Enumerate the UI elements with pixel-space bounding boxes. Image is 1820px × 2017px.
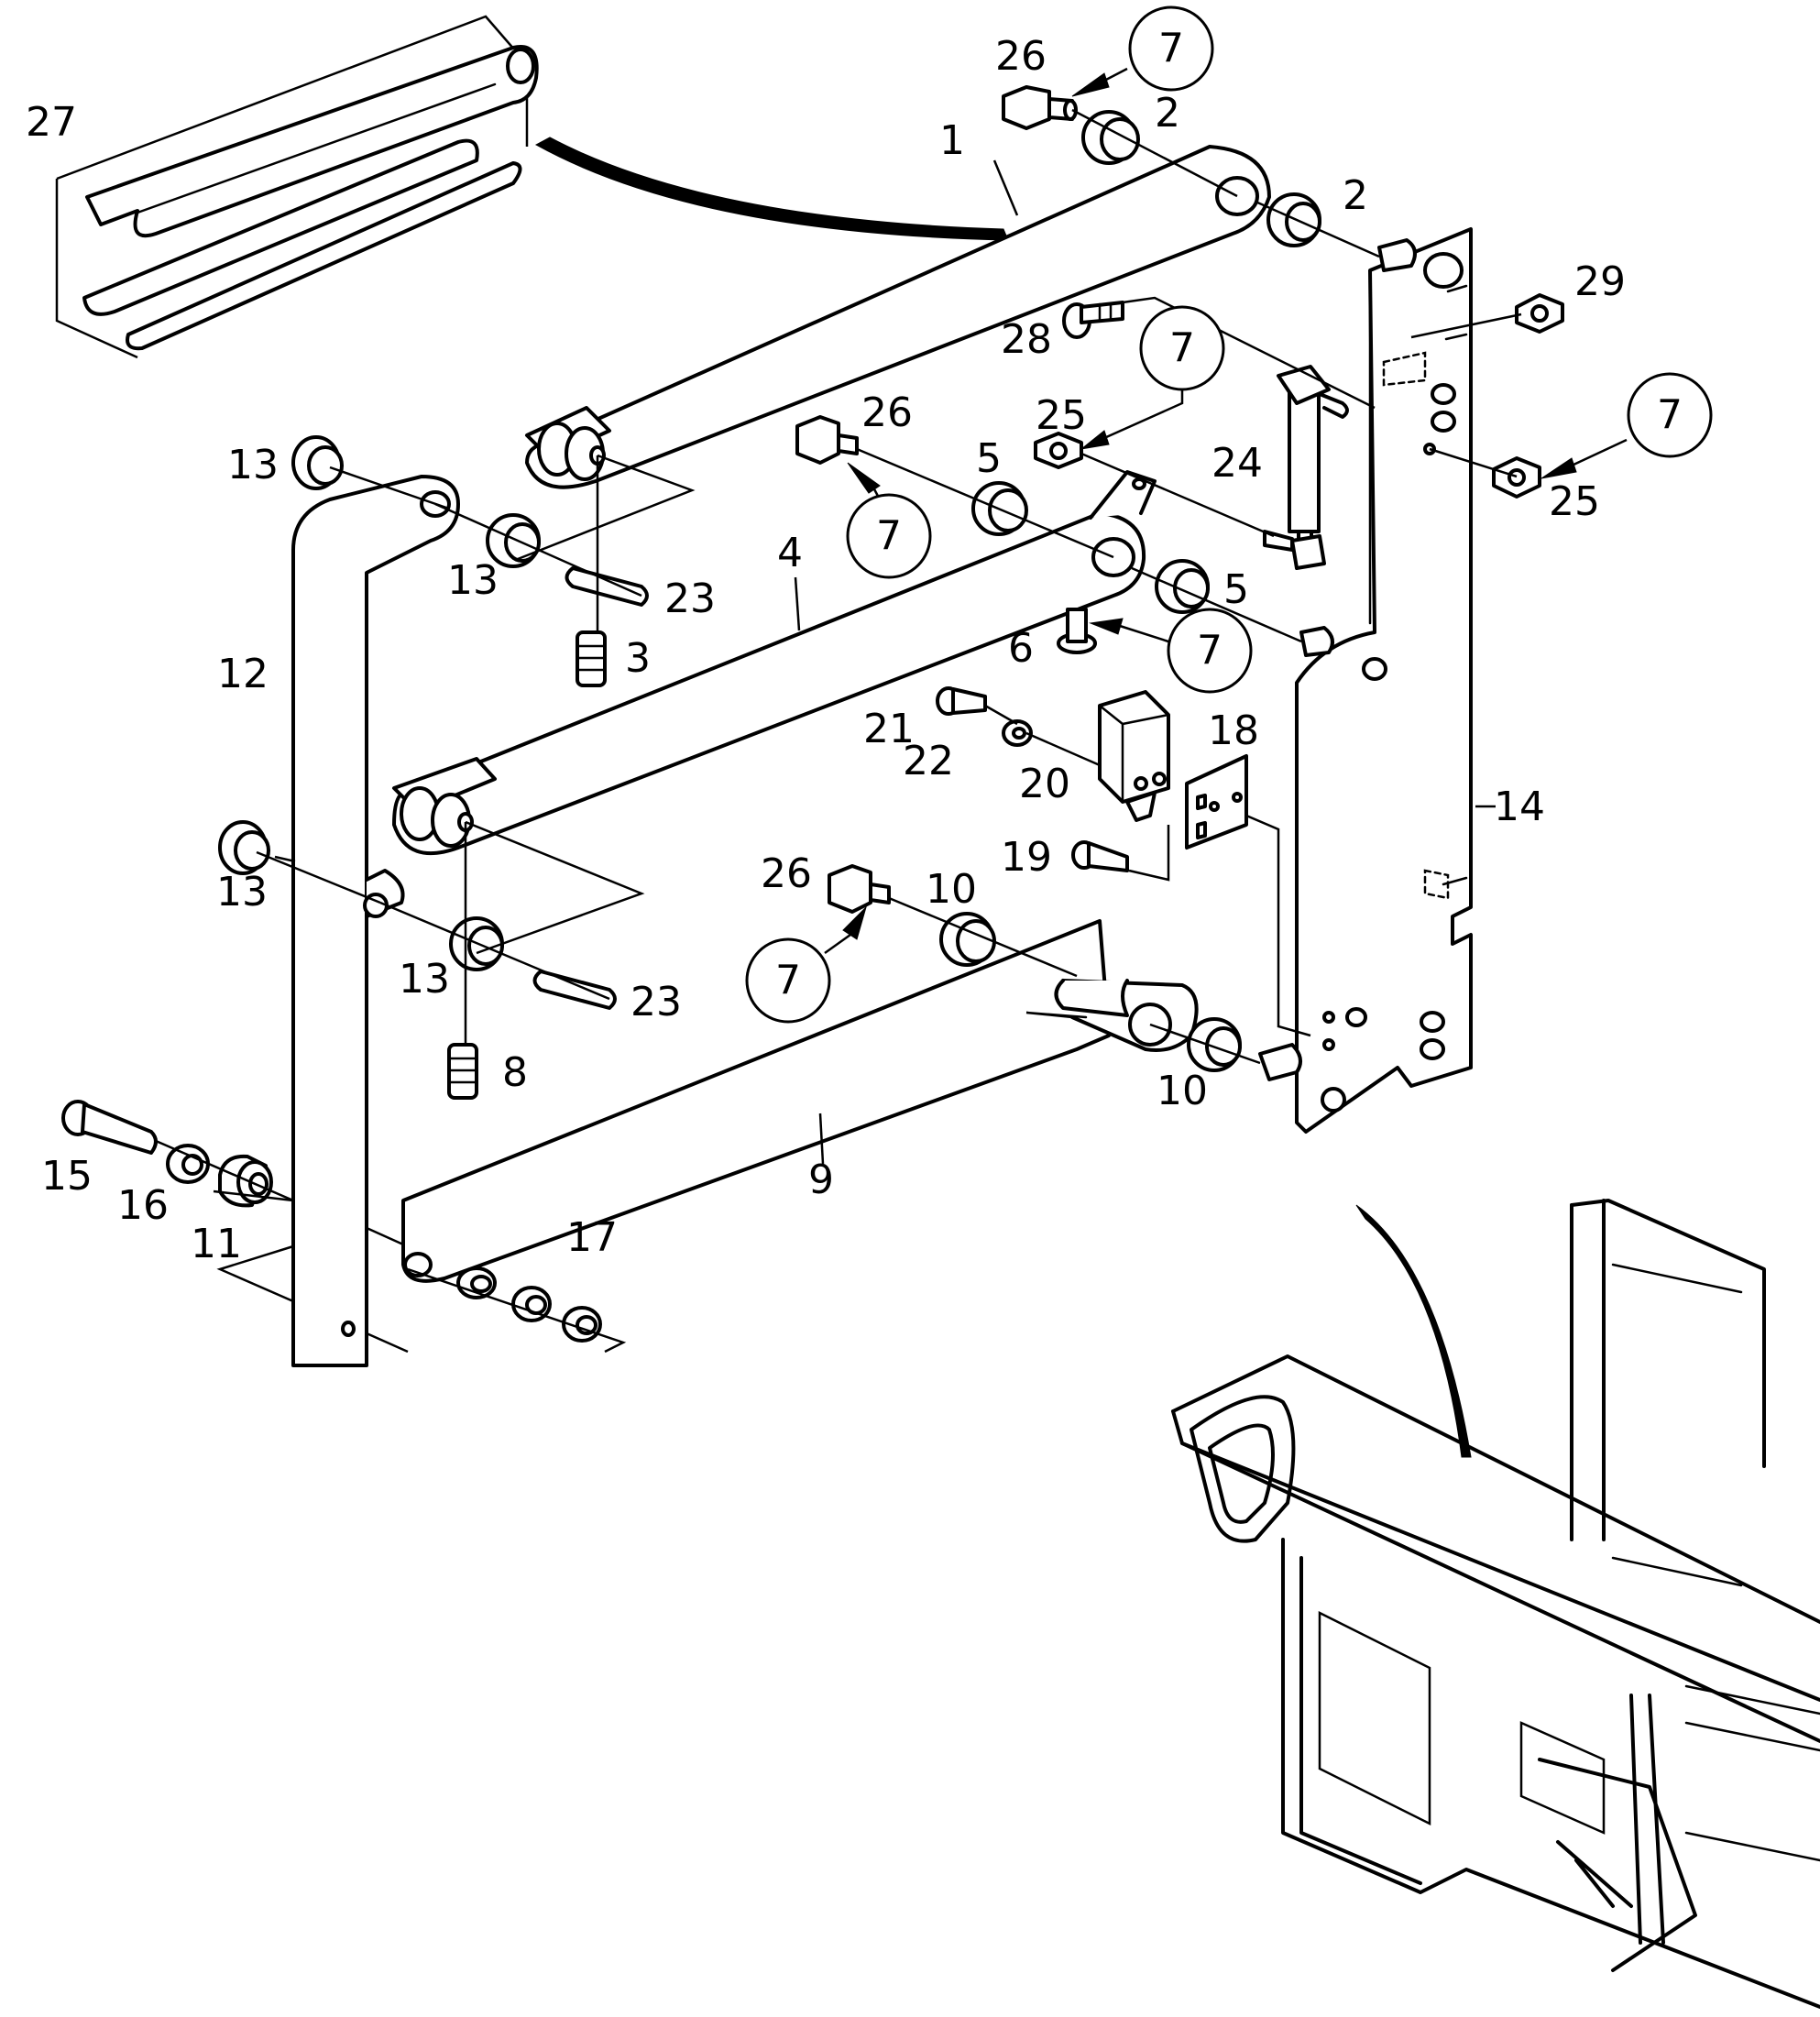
part-18-bracket (1185, 754, 1248, 850)
callout-15: 15 (41, 1153, 93, 1200)
part-9-lower-arm (401, 919, 1199, 1283)
callout-27: 27 (26, 99, 77, 146)
callout-26: 26 (995, 33, 1047, 80)
callout-13: 13 (216, 869, 268, 915)
callout-20: 20 (1019, 761, 1070, 807)
callout-26: 26 (861, 389, 913, 436)
part-22-washer (1002, 719, 1033, 747)
callout-13: 13 (399, 956, 450, 1003)
callout-23: 23 (630, 979, 682, 1025)
placement-arrow-27 (534, 137, 1009, 241)
part-25-nut-left (1034, 432, 1083, 469)
ref-label-7: 7 (1158, 26, 1184, 72)
part-2-bushing-upper (1081, 110, 1140, 165)
part-16-washer (166, 1144, 210, 1184)
part-17-washer-set (456, 1266, 602, 1343)
part-10-bushing-lower (1187, 1017, 1242, 1072)
callout-18: 18 (1208, 707, 1259, 754)
callout-28: 28 (1001, 316, 1052, 363)
part-21-screw (936, 686, 987, 716)
callout-16: 16 (117, 1182, 169, 1229)
reference-marker-3: 7 (1540, 372, 1713, 479)
callout-1: 1 (939, 117, 965, 164)
part-8-spring (447, 1043, 478, 1100)
assembly-axis-lines (155, 108, 1522, 1354)
part-29-nut (1515, 293, 1564, 334)
part-13-bushing-b (486, 513, 541, 568)
callout-13: 13 (227, 442, 279, 488)
part-19-screw (1071, 840, 1129, 872)
callout-17: 17 (566, 1214, 618, 1261)
part-5-bushing-upper (971, 481, 1028, 536)
part-3-spring (576, 630, 607, 687)
part-6-screw (1057, 608, 1097, 654)
callout-labels: 26 2 1 2 27 29 28 26 25 24 25 13 5 13 4 … (26, 33, 1626, 1267)
reference-marker-2: 7 (1080, 305, 1225, 450)
callout-21: 21 (863, 706, 915, 752)
part-23-pin-upper (565, 566, 649, 607)
part-26-bolt-top (1002, 85, 1078, 130)
part-5-bushing-lower (1155, 559, 1210, 614)
part-26-bolt-middle (795, 415, 859, 465)
callout-25: 25 (1549, 478, 1600, 525)
ref-label-7: 7 (1657, 392, 1683, 439)
ref-label-7: 7 (1169, 325, 1195, 372)
callout-19: 19 (1001, 834, 1052, 881)
part-13-bushing-a (291, 435, 344, 490)
callout-25: 25 (1036, 392, 1087, 439)
part-20-switch (1098, 690, 1170, 822)
callout-10: 10 (926, 866, 977, 913)
callout-9: 9 (808, 1156, 834, 1203)
callout-3: 3 (625, 635, 651, 682)
callout-13: 13 (447, 557, 499, 604)
part-23-pin-lower (532, 970, 617, 1010)
reference-marker-6: 7 (745, 905, 868, 1024)
reference-marker-1: 7 (1071, 5, 1214, 97)
part-28-bolt (1062, 301, 1124, 339)
callout-2: 2 (1343, 172, 1368, 219)
ref-label-7: 7 (876, 513, 902, 560)
reference-marker-5: 7 (1089, 608, 1253, 694)
callout-24: 24 (1212, 440, 1263, 487)
part-27-trim-strip-inset (55, 15, 539, 359)
part-26-bolt-lower (828, 864, 891, 914)
callout-22: 22 (903, 738, 954, 784)
callout-12: 12 (217, 651, 269, 697)
ref-label-7: 7 (1197, 628, 1222, 674)
part-13-bushing-c (218, 820, 270, 875)
callout-8: 8 (502, 1049, 528, 1096)
callout-26: 26 (761, 850, 812, 897)
callout-14: 14 (1494, 784, 1545, 830)
callout-4: 4 (777, 530, 803, 576)
callout-11: 11 (191, 1221, 242, 1267)
part-15-bolt (61, 1100, 158, 1155)
part-1-upper-arm (525, 145, 1271, 489)
callout-5: 5 (1223, 566, 1249, 613)
callout-10: 10 (1157, 1068, 1208, 1114)
callout-6: 6 (1008, 625, 1034, 672)
part-4-middle-arm (392, 470, 1157, 856)
callout-5: 5 (976, 435, 1002, 482)
callout-23: 23 (664, 576, 716, 622)
vehicle-frame-illustration (1171, 1199, 1820, 2009)
reference-marker-4: 7 (846, 462, 932, 579)
part-25-nut-right (1492, 456, 1541, 499)
callout-2: 2 (1155, 90, 1180, 137)
ref-label-7: 7 (775, 958, 801, 1004)
part-14-side-plate (1258, 227, 1496, 1134)
part-24-gas-spring (1263, 365, 1349, 570)
callout-29: 29 (1574, 258, 1626, 305)
placement-arrow-frame (1355, 1204, 1472, 1458)
